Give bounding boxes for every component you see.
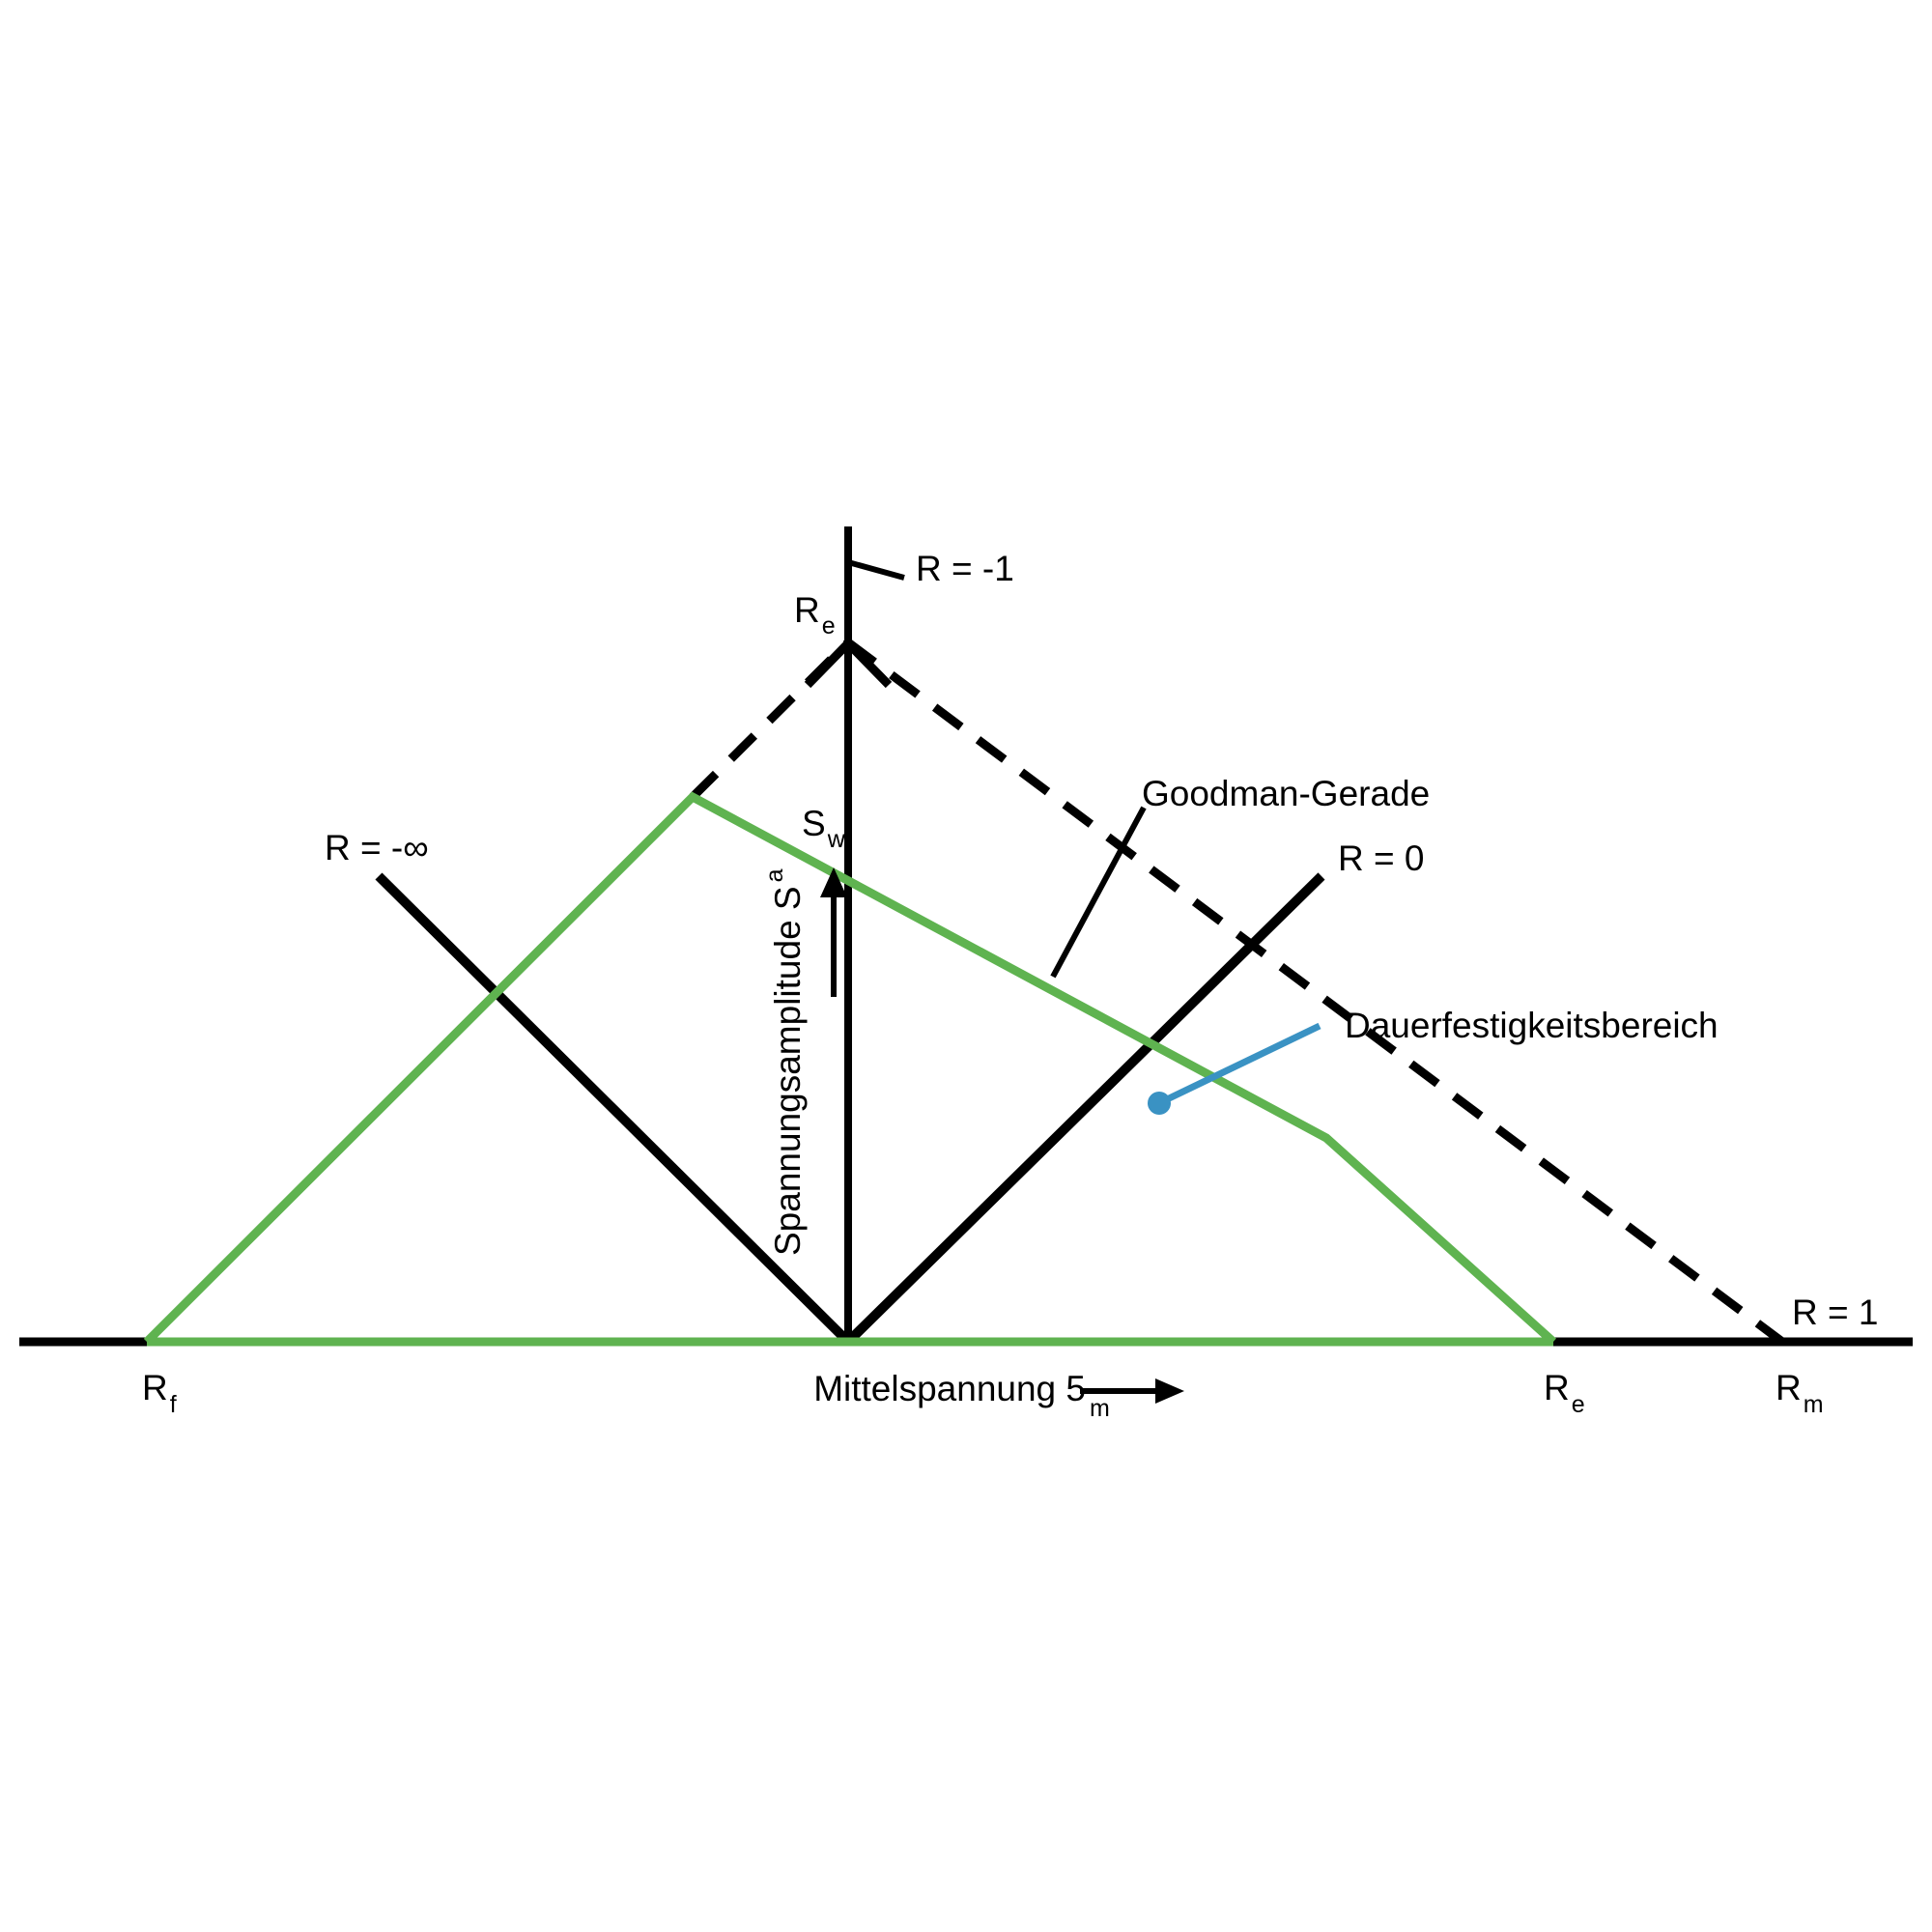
label-r-minus-one: R = -1 <box>916 549 1014 588</box>
x-axis-title: Mittelspannung 5 m <box>813 1369 1110 1422</box>
r-minus-infinity-line <box>375 872 852 1346</box>
label-dauerfestigkeitsbereich: Dauerfestigkeitsbereich <box>1345 1006 1719 1045</box>
label-sw-subscript: w <box>827 826 846 853</box>
label-re-top-subscript: e <box>822 612 836 639</box>
label-re-top: R e <box>794 590 836 639</box>
label-re-right-subscript: e <box>1572 1391 1585 1418</box>
sm-arrow-head-icon <box>1155 1378 1184 1404</box>
label-rm: R m <box>1776 1368 1824 1418</box>
label-rm-base: R <box>1776 1368 1802 1407</box>
x-axis-title-text: Mittelspannung 5 <box>813 1369 1086 1408</box>
label-rf-base: R <box>142 1368 168 1407</box>
dauerfestigkeit-leader-line <box>1161 1022 1321 1105</box>
label-rf: R f <box>142 1368 177 1418</box>
label-rf-subscript: f <box>170 1391 177 1418</box>
dashed-line-left <box>689 639 852 801</box>
label-rm-subscript: m <box>1804 1391 1824 1418</box>
endurance-limit-boundary <box>143 791 1557 1346</box>
dauerfestigkeit-marker-dot <box>1148 1092 1171 1115</box>
goodman-leader-line <box>1050 806 1147 979</box>
dashed-line-goodman <box>845 639 1785 1346</box>
y-axis-title-text: Spannungsamplitude S <box>768 886 808 1256</box>
label-sw-base: S <box>802 804 826 843</box>
r-minus-one-leader-line <box>847 559 905 581</box>
label-r-one: R = 1 <box>1792 1293 1878 1332</box>
y-axis-title: Spannungsamplitude S a <box>761 868 808 1256</box>
sa-arrow-head-icon <box>820 867 847 897</box>
x-axis-title-subscript: m <box>1090 1395 1110 1422</box>
label-goodman-gerade: Goodman-Gerade <box>1142 774 1430 813</box>
label-re-right-base: R <box>1544 1368 1570 1407</box>
label-re-top-base: R <box>794 590 820 630</box>
label-sw: S w <box>802 804 846 853</box>
y-axis-title-subscript: a <box>761 868 788 882</box>
label-re-right: R e <box>1544 1368 1585 1418</box>
label-r-minus-infinity: R = -∞ <box>325 828 429 867</box>
r-zero-line <box>844 872 1325 1346</box>
label-r-zero: R = 0 <box>1338 838 1424 878</box>
